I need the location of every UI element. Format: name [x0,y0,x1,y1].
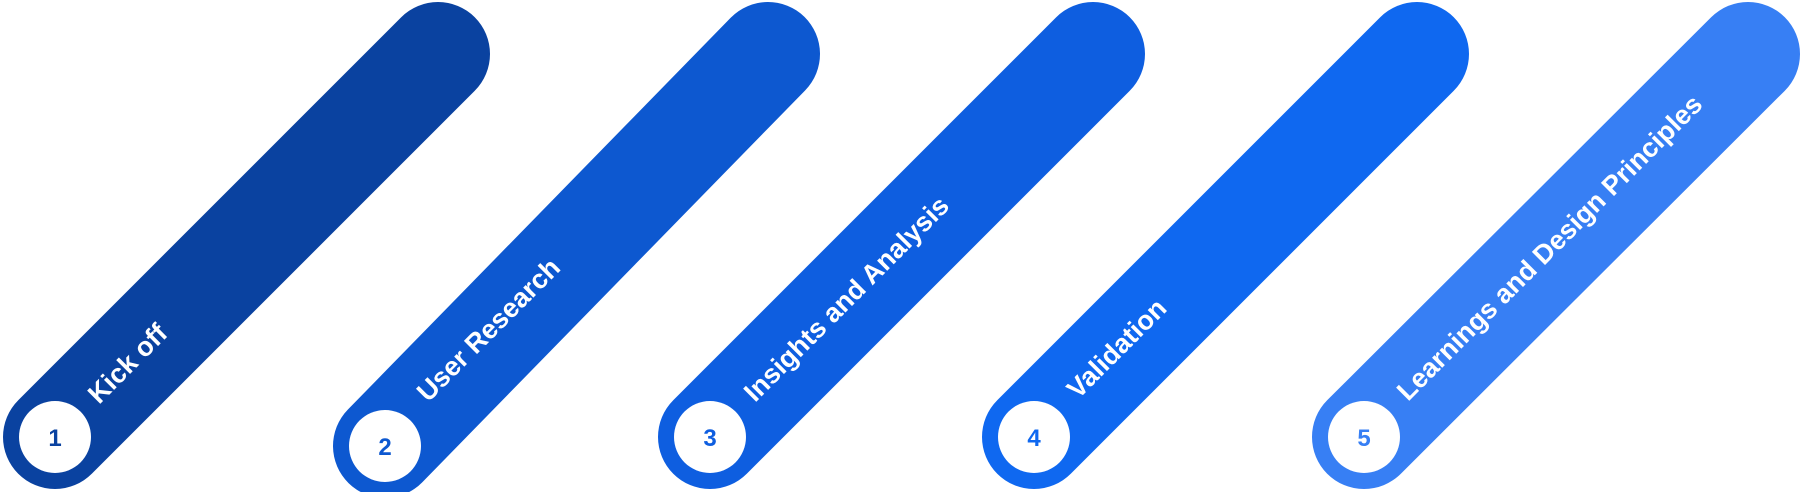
step-3-number-badge [674,401,746,473]
step-2-number-badge [349,410,421,482]
step-3-number: 3 [703,425,716,452]
step-3-label: Insights and Analysis [738,190,955,407]
step-4-bar [982,2,1469,489]
step-5-number-badge [1328,401,1400,473]
step-5-bar [1312,2,1800,489]
step-4-number: 4 [1027,425,1041,452]
step-5-number: 5 [1357,425,1370,452]
step-2-number: 2 [378,434,391,461]
step-1-number-badge [19,401,91,473]
step-2-bar [333,2,820,492]
process-step-1: 1 Kick off [3,2,490,489]
step-5-label: Learnings and Design Principles [1391,89,1708,406]
step-3-bar [658,2,1145,489]
step-4-number-badge [998,401,1070,473]
step-1-bar [3,2,490,489]
step-1-number: 1 [48,425,61,452]
